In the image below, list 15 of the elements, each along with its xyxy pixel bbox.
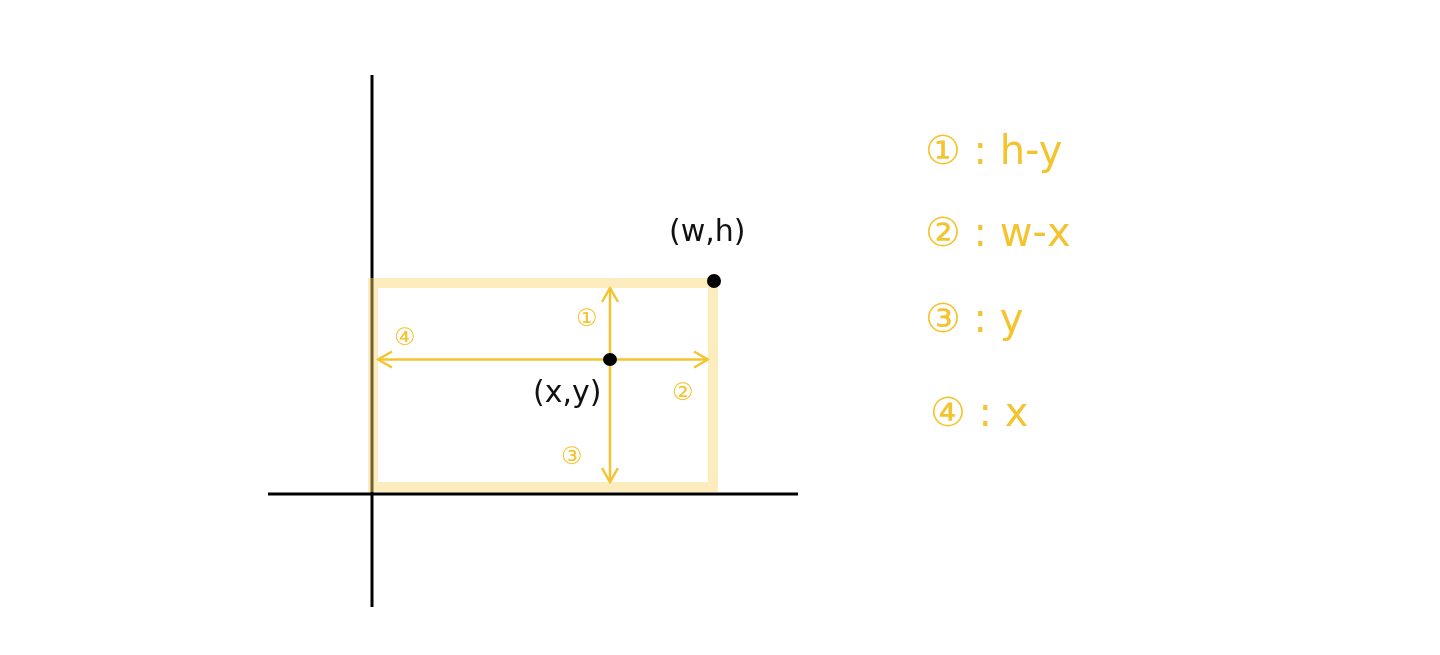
edge-label: ② xyxy=(672,380,694,404)
arrow xyxy=(617,350,710,369)
edge-label: ④ xyxy=(394,325,416,349)
arrow xyxy=(376,350,603,369)
rectangle-outline xyxy=(368,278,718,492)
formula-label: ② : w-x xyxy=(925,212,1071,252)
edge-label: ① xyxy=(576,306,598,330)
arrow xyxy=(600,366,620,484)
point-dot xyxy=(707,274,721,288)
edge-label: ③ xyxy=(561,444,583,468)
point-label: (w,h) xyxy=(669,216,746,246)
point-label: (x,y) xyxy=(533,377,602,407)
formula-label: ④ : x xyxy=(930,392,1029,432)
point-dot xyxy=(603,353,617,366)
arrow xyxy=(600,286,620,353)
